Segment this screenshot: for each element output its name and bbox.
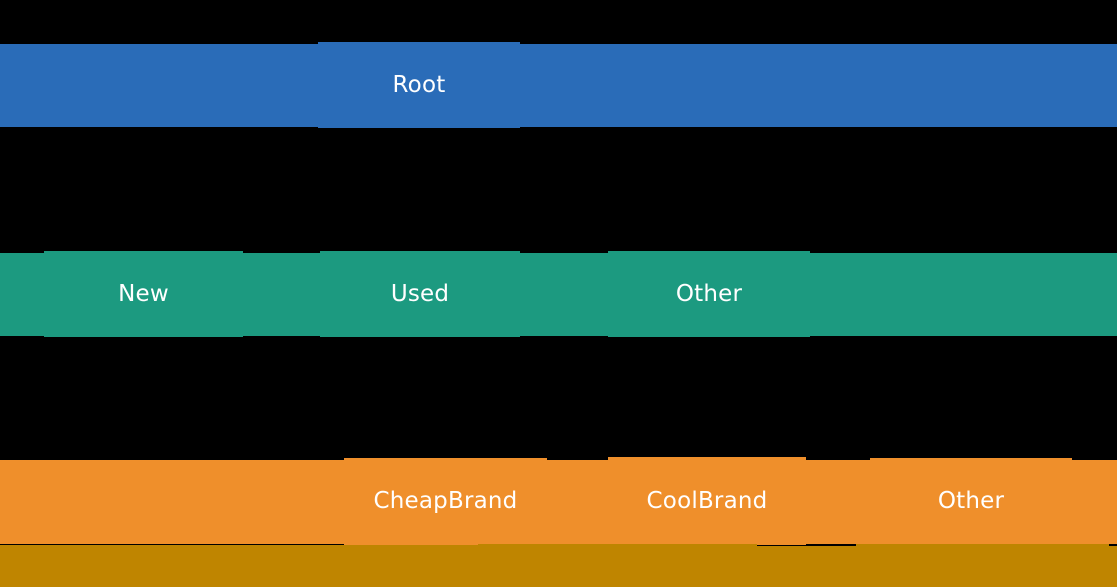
icicle-node-unlabeled[interactable] [810,253,1117,336]
icicle-node-other[interactable]: Other [870,458,1072,545]
icicle-node-label: Other [675,280,743,307]
icicle-node-unlabeled[interactable] [757,546,856,587]
icicle-node-unlabeled[interactable] [0,545,478,587]
icicle-node-unlabeled[interactable] [0,253,44,336]
icicle-node-label: CoolBrand [646,487,768,514]
icicle-node-unlabeled[interactable] [520,253,608,336]
icicle-node-new[interactable]: New [44,251,243,337]
icicle-node-unlabeled[interactable]: Root [520,44,1117,127]
icicle-node-unlabeled[interactable] [1072,460,1117,544]
icicle-node-label: Other [937,488,1005,514]
icicle-node-unlabeled[interactable] [547,460,608,544]
icicle-node-unlabeled[interactable] [1109,546,1117,587]
icicle-node-cheapbrand[interactable]: CheapBrand [344,458,547,545]
icicle-level-category-level: New Used Other [0,0,1117,337]
icicle-node-unlabeled[interactable] [243,253,320,336]
icicle-node-unlabeled[interactable] [856,544,1109,587]
icicle-node-unlabeled[interactable] [806,460,870,544]
icicle-node-unlabeled[interactable]: Root [0,44,318,127]
icicle-node-label: Used [390,280,450,307]
icicle-node-coolbrand[interactable]: CoolBrand [608,457,806,545]
icicle-node-label: CheapBrand [373,488,518,514]
icicle-node-used[interactable]: Used [320,251,520,337]
icicle-node-other[interactable]: Other [608,251,810,337]
icicle-node-root[interactable]: Root [318,42,520,128]
icicle-node-unlabeled[interactable] [0,460,344,544]
icicle-node-unlabeled[interactable] [478,544,757,587]
icicle-node-label: New [118,280,169,307]
icicle-level-root-level: RootRootRoot [0,0,1117,128]
